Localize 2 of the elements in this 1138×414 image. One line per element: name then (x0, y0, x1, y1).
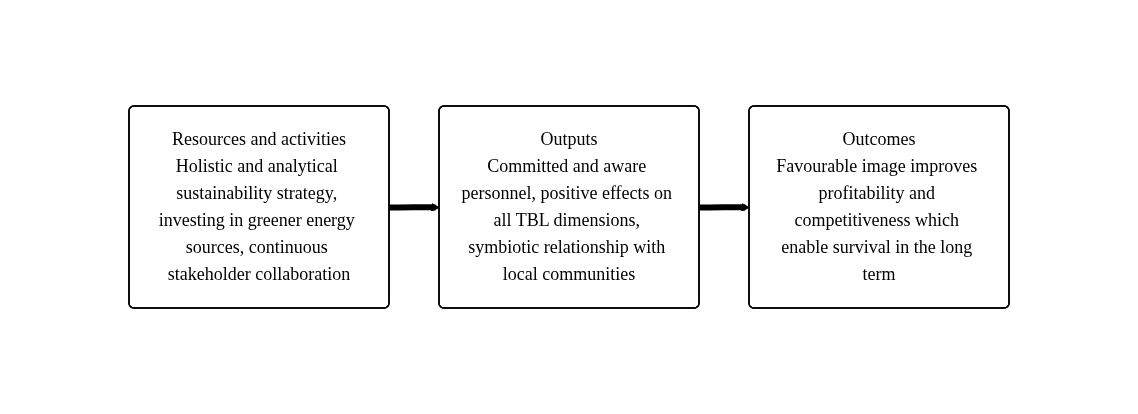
arrow (389, 202, 440, 212)
arrow (699, 202, 750, 212)
